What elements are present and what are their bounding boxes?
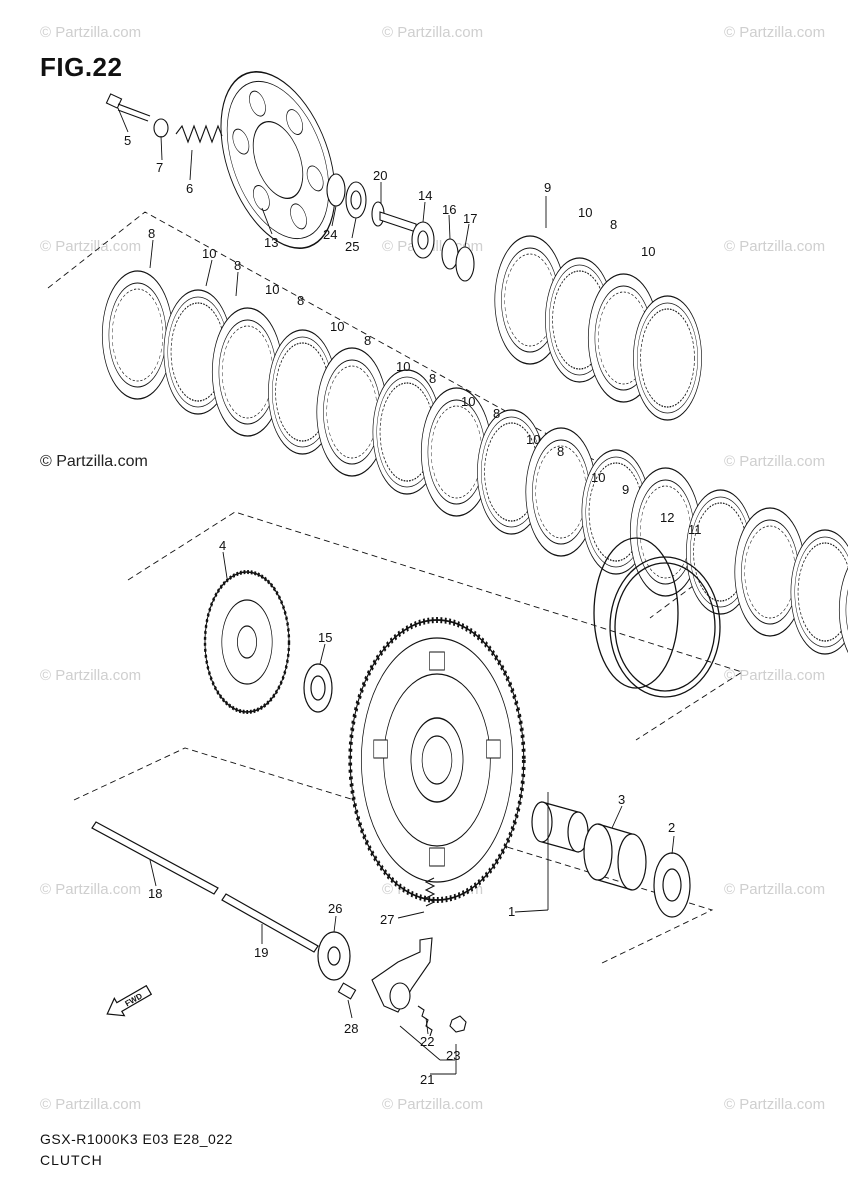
watermark-dark: © Partzilla.com <box>40 453 148 470</box>
callout-10: 10 <box>330 319 344 334</box>
plate-stack-upper <box>494 235 703 421</box>
callout-18: 18 <box>148 886 162 901</box>
watermark-9: © Partzilla.com <box>40 667 142 684</box>
clutch-housing <box>348 617 526 903</box>
callout-6: 6 <box>186 181 193 196</box>
callout-24: 24 <box>323 227 337 242</box>
callout-26: 26 <box>328 901 342 916</box>
callout-20: 20 <box>373 168 387 183</box>
callout-27: 27 <box>380 912 394 927</box>
callout-2: 2 <box>668 820 675 835</box>
callout-8: 8 <box>297 293 304 308</box>
callout-5: 5 <box>124 133 131 148</box>
callout-14: 14 <box>418 188 432 203</box>
callout-10: 10 <box>641 244 655 259</box>
callout-8: 8 <box>364 333 371 348</box>
watermark-12: © Partzilla.com <box>40 881 142 898</box>
wire-rings <box>593 537 721 698</box>
callout-10: 10 <box>461 394 475 409</box>
callout-25: 25 <box>345 239 359 254</box>
push-rod-bearing <box>317 931 351 981</box>
callout-21: 21 <box>420 1072 434 1087</box>
callout-16: 16 <box>442 202 456 217</box>
callout-10: 10 <box>526 432 540 447</box>
push-rods <box>91 821 319 953</box>
callout-17: 17 <box>463 211 477 226</box>
callout-13: 13 <box>264 235 278 250</box>
spacer-sleeve <box>531 801 589 853</box>
callout-15: 15 <box>318 630 332 645</box>
fwd-arrow-icon: FWD <box>106 984 153 1017</box>
watermark-16: © Partzilla.com <box>382 1096 484 1113</box>
watermark-2: © Partzilla.com <box>382 24 484 41</box>
callout-1: 1 <box>508 904 515 919</box>
callout-3: 3 <box>618 792 625 807</box>
watermark-15: © Partzilla.com <box>40 1096 142 1113</box>
callout-9: 9 <box>622 482 629 497</box>
callout-8: 8 <box>493 406 500 421</box>
watermark-17: © Partzilla.com <box>724 1096 826 1113</box>
callout-10: 10 <box>396 359 410 374</box>
thrust-washer <box>303 663 333 713</box>
callout-8: 8 <box>148 226 155 241</box>
watermark-3: © Partzilla.com <box>724 24 826 41</box>
model-code: GSX-R1000K3 E03 E28_022 <box>40 1131 233 1147</box>
watermark-11: © Partzilla.com <box>724 667 826 684</box>
callout-19: 19 <box>254 945 268 960</box>
callout-23: 23 <box>446 1048 460 1063</box>
callout-numbers: 5 7 6 13 20 24 25 14 16 17 9 10 8 10 8 1… <box>124 133 702 1087</box>
callout-9: 9 <box>544 180 551 195</box>
callout-12: 12 <box>660 510 674 525</box>
needle-bearing <box>583 823 647 891</box>
clutch-sleeve-hub <box>203 570 291 714</box>
callout-10: 10 <box>591 470 605 485</box>
callout-8: 8 <box>234 258 241 273</box>
callout-7: 7 <box>156 160 163 175</box>
pressure-plate <box>220 71 336 249</box>
release-bearing-group <box>326 173 475 282</box>
watermark-4: © Partzilla.com <box>40 238 142 255</box>
watermark-8: © Partzilla.com <box>724 453 826 470</box>
callout-10: 10 <box>202 246 216 261</box>
figure-title: FIG.22 <box>40 52 123 82</box>
callout-28: 28 <box>344 1021 358 1036</box>
assembly-name: CLUTCH <box>40 1152 103 1168</box>
watermark-6: © Partzilla.com <box>724 238 826 255</box>
watermark-14: © Partzilla.com <box>724 881 826 898</box>
callout-8: 8 <box>557 444 564 459</box>
callout-22: 22 <box>420 1034 434 1049</box>
callout-4: 4 <box>219 538 226 553</box>
callout-11: 11 <box>688 522 702 537</box>
spacer-washer <box>653 852 691 918</box>
callout-8: 8 <box>429 371 436 386</box>
release-mechanism <box>337 877 467 1037</box>
leader-lines <box>117 107 675 1075</box>
callout-8: 8 <box>610 217 617 232</box>
watermark-1: © Partzilla.com <box>40 24 142 41</box>
callout-10: 10 <box>265 282 279 297</box>
clutch-spring-bolt <box>105 93 223 144</box>
callout-10: 10 <box>578 205 592 220</box>
